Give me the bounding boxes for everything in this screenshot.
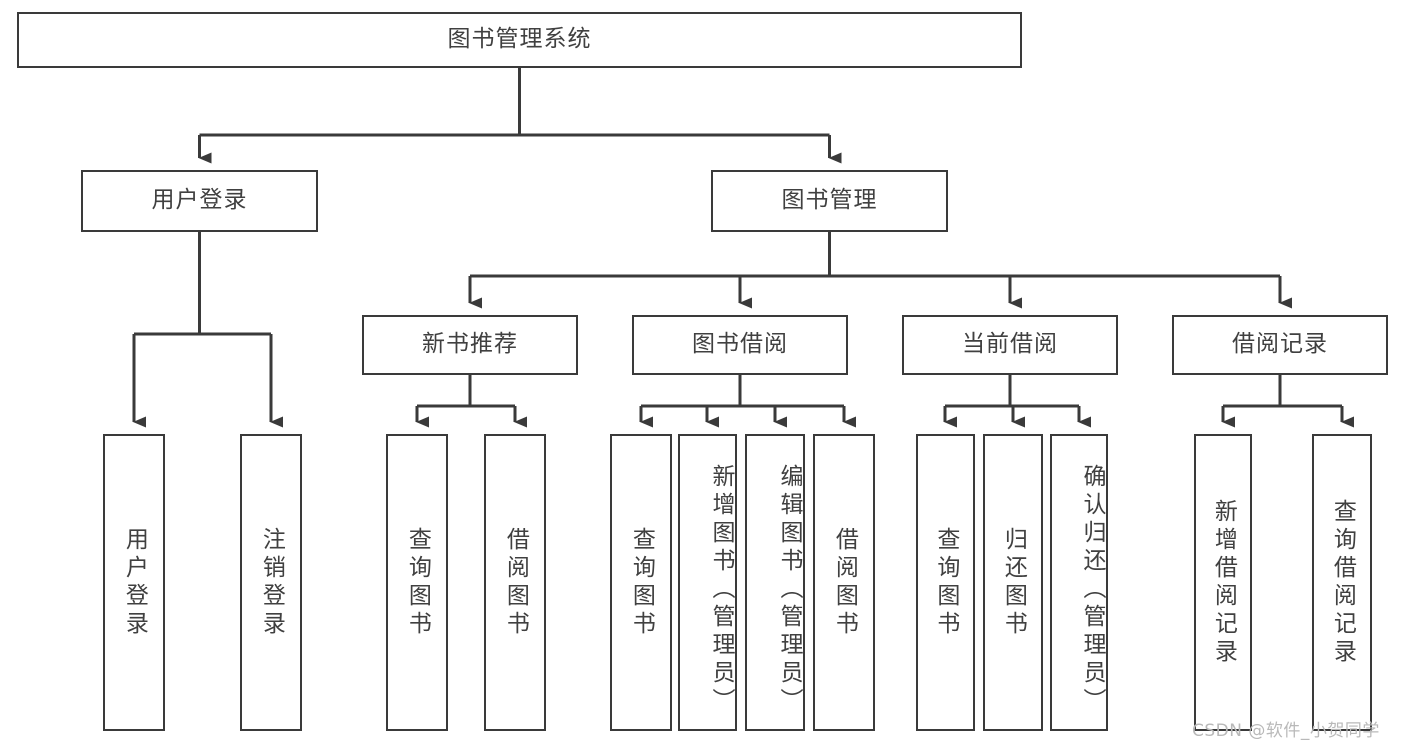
leaf-user-login[interactable]: 用户登录 [103,434,165,731]
node-book-management[interactable]: 图书管理 [711,170,948,232]
leaf-add-borrow-record[interactable]: 新增借阅记录 [1194,434,1252,731]
leaf-return-books[interactable]: 归还图书 [983,434,1043,731]
leaf-edit-book-admin[interactable]: 编辑图书（管理员） [745,434,805,731]
node-borrow-record[interactable]: 借阅记录 [1172,315,1388,375]
leaf-borrow-books-recommend[interactable]: 借阅图书 [484,434,546,731]
csdn-watermark: CSDN @软件_小贺同学 [1192,721,1380,741]
node-user-login[interactable]: 用户登录 [81,170,318,232]
leaf-add-book-admin[interactable]: 新增图书（管理员） [678,434,737,731]
leaf-query-borrow-record[interactable]: 查询借阅记录 [1312,434,1372,731]
leaf-query-books-current[interactable]: 查询图书 [916,434,975,731]
leaf-borrow-books[interactable]: 借阅图书 [813,434,875,731]
node-book-borrow[interactable]: 图书借阅 [632,315,848,375]
node-root[interactable]: 图书管理系统 [17,12,1022,68]
node-current-borrow[interactable]: 当前借阅 [902,315,1118,375]
node-new-book-recommend[interactable]: 新书推荐 [362,315,578,375]
leaf-logout[interactable]: 注销登录 [240,434,302,731]
leaf-query-books-recommend[interactable]: 查询图书 [386,434,448,731]
leaf-query-books-borrow[interactable]: 查询图书 [610,434,672,731]
leaf-confirm-return-admin[interactable]: 确认归还（管理员） [1050,434,1108,731]
